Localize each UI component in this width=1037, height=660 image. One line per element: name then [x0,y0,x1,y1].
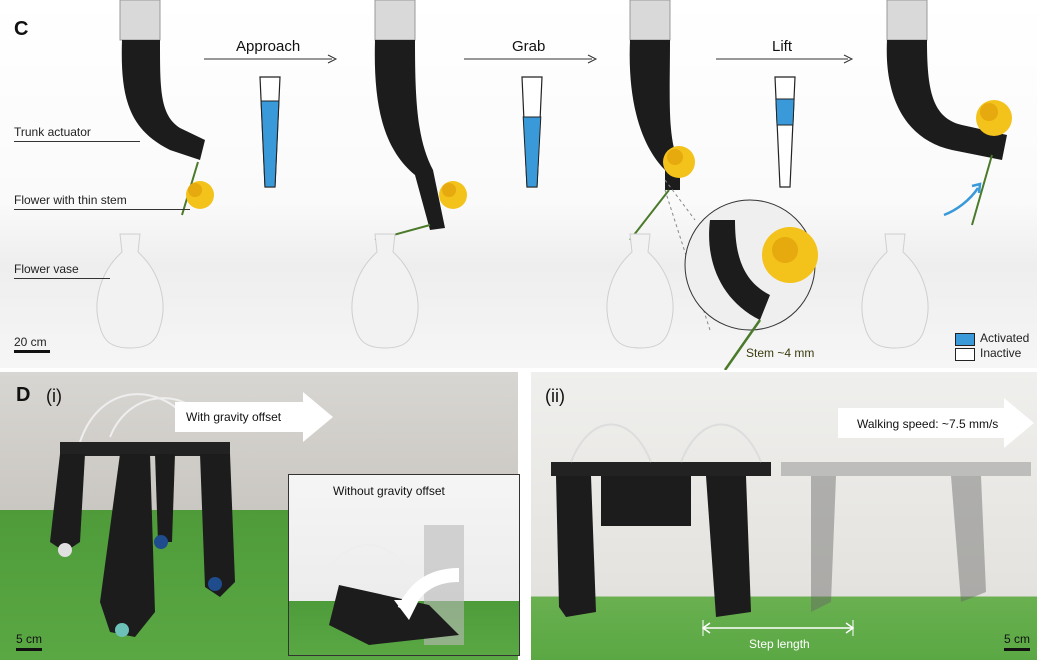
walking-speed-arrow [838,398,1034,448]
legend-label-activated: Activated [980,331,1030,345]
label-trunk-actuator: Trunk actuator [14,125,91,139]
pressure-tube-grab [521,76,543,188]
leader-line-flower [14,209,190,210]
label-flower: Flower with thin stem [14,193,127,207]
legend-swatch-inactive [955,348,975,361]
without-gravity-offset-label: Without gravity offset [333,484,445,498]
panel-c-letter: C [14,18,29,40]
vase-4 [861,233,929,349]
walking-speed-label: Walking speed: ~7.5 mm/s [857,417,999,431]
leader-line-vase [14,278,110,279]
pressure-tube-lift [774,76,796,188]
trunk-actuator-4 [886,0,1012,226]
scale-bar-d-i [16,648,42,651]
trunk-actuator-2 [374,0,467,240]
scale-label-c: 20 cm [14,335,47,349]
legend-swatch-activated [955,333,975,346]
panel-d-i-label: (i) [46,386,62,406]
stem-note: Stem ~4 mm [746,346,815,360]
inset-without-gravity-offset [288,474,520,656]
leader-line-trunk [14,141,140,142]
scale-bar-d-ii [1004,648,1030,651]
with-gravity-offset-label: With gravity offset [186,410,282,424]
step-arrow-approach [204,54,338,64]
scale-label-d-i: 5 cm [16,632,43,646]
zoom-inset [664,180,818,370]
scale-bar-c [14,350,50,353]
legend-label-inactive: Inactive [980,346,1022,360]
step-arrow-grab [464,54,598,64]
vase-3 [606,233,674,349]
panel-d-letter: D [16,384,31,406]
scale-label-d-ii: 5 cm [1004,632,1031,646]
vase-2 [351,233,419,349]
trunk-actuator-1 [119,0,214,216]
panel-d-ii-photo [531,372,1037,660]
pressure-tube-approach [259,76,281,188]
trunk-actuator-3 [629,0,695,240]
step-label-approach: Approach [236,38,301,55]
step-arrow-lift [716,54,854,64]
walking-robot-sequence [551,423,1031,617]
label-vase: Flower vase [14,262,79,276]
step-label-grab: Grab [512,38,546,55]
step-length-label: Step length [749,637,810,651]
panel-d-ii-label: (ii) [545,386,565,406]
gravity-offset-arrow [175,392,333,442]
quadruped-robot-i [50,393,235,637]
collapsed-robot [323,525,464,645]
vase-1 [96,233,164,349]
step-length-indicator [701,620,855,636]
step-label-lift: Lift [772,38,793,55]
